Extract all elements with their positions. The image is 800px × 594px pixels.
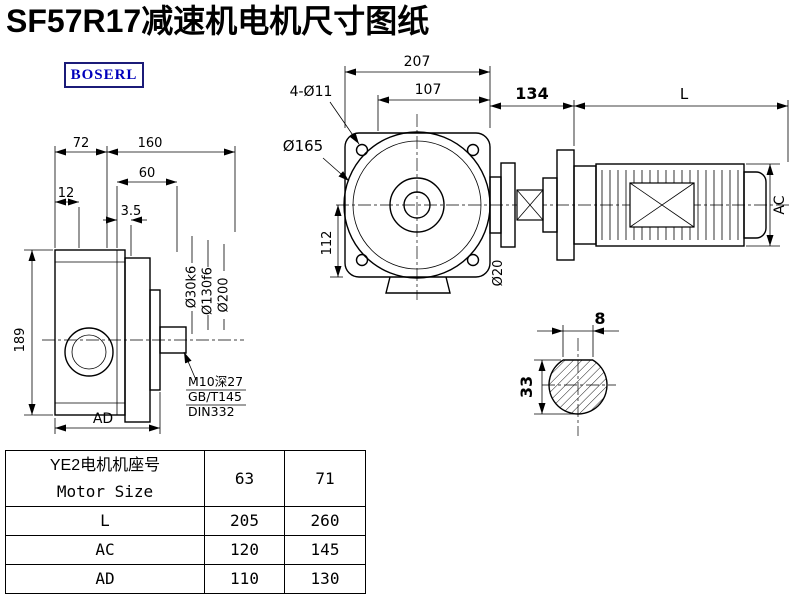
gearbox-side-view: 189 72 160 60 12 3.5 AD Ø3 [13, 136, 246, 434]
dim-label-AC: AC [772, 195, 788, 214]
dim-label-12: 12 [58, 186, 75, 201]
size-71-cell: 71 [284, 450, 366, 507]
motor-size-label-en: Motor Size [56, 481, 154, 501]
dim-label-8: 8 [594, 309, 605, 328]
dim-label-spigot-dia: Ø130f6 [201, 267, 216, 315]
brand-logo: BOSERL [64, 62, 144, 88]
dim-label-shaft-dia: Ø30k6 [185, 266, 200, 309]
header-motor-size-cell: YE2电机机座号 Motor Size [5, 450, 205, 507]
dim-label-112: 112 [320, 231, 335, 256]
dim-label-flange-od: Ø200 [217, 277, 232, 312]
housing-bore [64, 327, 114, 377]
bolt-hole [355, 253, 369, 267]
dim-label-input-dia: Ø20 [491, 260, 506, 287]
bolt-hole [355, 143, 369, 157]
dim-label-33: 33 [517, 376, 536, 398]
motor-size-table: YE2电机机座号 Motor Size 63 71 L 205 260 AC 1… [5, 450, 366, 594]
dim-label-134: 134 [515, 84, 548, 103]
bolt-hole [466, 143, 480, 157]
dim-label-189: 189 [13, 328, 28, 353]
dim-label-flange-dia: Ø165 [283, 137, 323, 155]
dim-label-3-5: 3.5 [121, 204, 142, 219]
value-AD-63: 110 [204, 564, 285, 594]
dim-label-160: 160 [138, 136, 163, 151]
size-63-cell: 63 [204, 450, 285, 507]
motor-view: 134 L AC Ø20 [489, 84, 789, 287]
note-gb-standard: GB/T145 [188, 389, 242, 404]
motor-size-label-cn: YE2电机机座号 [49, 456, 161, 474]
row-label-AC: AC [5, 535, 205, 565]
dim-label-207: 207 [404, 54, 431, 70]
value-L-71: 260 [284, 506, 366, 536]
dim-label-L: L [680, 85, 689, 103]
value-AD-71: 130 [284, 564, 366, 594]
shaft-cross-section: 8 33 [517, 309, 619, 436]
table-row-AD: AD 110 130 [5, 564, 366, 594]
housing-foot [385, 276, 451, 294]
gearbox-housing-side [54, 249, 126, 416]
dim-label-ad: AD [93, 411, 113, 427]
note-din-standard: DIN332 [188, 404, 235, 419]
table-row-L: L 205 260 [5, 506, 366, 536]
value-AC-63: 120 [204, 535, 285, 565]
dim-label-bolt-holes: 4-Ø11 [290, 84, 333, 100]
output-shaft-bore [403, 191, 431, 219]
fan-cover [743, 171, 767, 239]
dim-label-60: 60 [139, 166, 156, 181]
shaft-section-hatched [548, 359, 608, 415]
value-AC-71: 145 [284, 535, 366, 565]
table-row-AC: AC 120 145 [5, 535, 366, 565]
dim-label-107: 107 [415, 82, 442, 98]
dim-label-72: 72 [73, 136, 90, 151]
output-shaft-side [159, 326, 187, 354]
row-label-AD: AD [5, 564, 205, 594]
table-row-header: YE2电机机座号 Motor Size 63 71 [5, 450, 366, 507]
bolt-hole [466, 253, 480, 267]
adapter-flange [500, 162, 516, 248]
row-label-L: L [5, 506, 205, 536]
value-L-63: 205 [204, 506, 285, 536]
page-title: SF57R17减速机电机尺寸图纸 [6, 3, 430, 39]
note-tapped-hole: M10深27 [188, 374, 243, 389]
